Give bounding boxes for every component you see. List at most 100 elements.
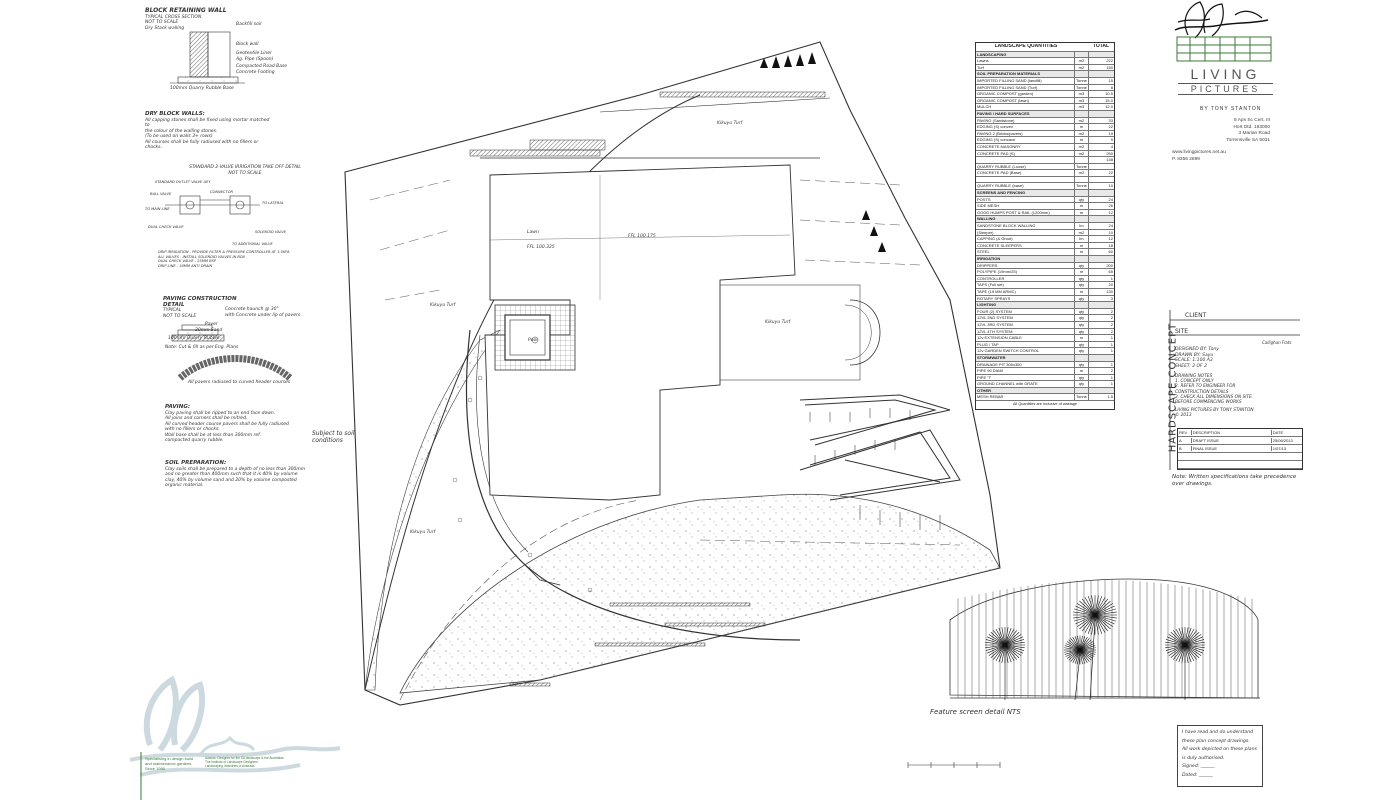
site-value: Callighan Flats [1262,340,1292,345]
quantity-total [1088,176,1114,183]
grass-leaf [1087,614,1096,634]
quantity-unit: m2 [1073,150,1089,157]
block-wall-sub-3: Dry Stack walling [145,25,185,31]
grass-leaf [1066,641,1081,651]
quantity-unit: Tonne [1073,84,1089,91]
quantities-header: LANDSCAPE QUANTITIES TOTAL [976,43,1114,52]
grass-leaf [1184,644,1192,663]
info-sheet: SHEET: 2 OF 2 [1175,363,1207,369]
grass-tree-left [985,627,1025,700]
grass-leaf [1178,644,1186,663]
quantity-total: 15 [1088,77,1114,84]
grass-leaf [985,644,1006,651]
block-wall-foot: 100mm Quarry Rubble Base [170,86,234,91]
quantity-item: SCREENS AND FENCING [977,190,1026,196]
grass-tree-right [1165,627,1205,700]
website-link[interactable]: www.livingpictures.net.au [1172,150,1226,155]
brand-address: 8 Aps Sc Cert. III Hort Dtd. 193000 3 Ma… [1210,118,1270,144]
block-wall-section [170,31,245,84]
brand-line-2: PICTURES [1178,83,1273,95]
valve-label-1: STANDARD OUTLET VALVE ASY [155,180,211,184]
brand-logo-mark [1174,1,1269,39]
paved-path [399,493,1001,694]
client-sign-box: I have read and do understand these plan… [1177,725,1263,787]
grass-leaf [1079,641,1094,651]
paving-text-4: with no fillers or chocks. [165,427,220,432]
paving-label-4: 20mm Sand [195,328,223,333]
quantity-unit: qty [1073,321,1089,328]
quantity-unit: qty [1073,328,1089,335]
revision-row [1178,453,1302,461]
quantity-unit: m [1073,269,1089,275]
feature-screen [949,578,1260,701]
paving-title: PAVING CONSTRUCTION DETAIL [163,296,237,308]
grass-leaf [1184,644,1203,654]
quantity-item: Turf [977,64,984,70]
quantity-total [1088,190,1114,196]
valve-title-1: STANDARD 2-VALVE IRRIGATION TAKE OFF DET… [189,165,301,170]
grass-leaf [1165,644,1186,651]
valve-label-5: DUAL CHECK VALVE [148,225,184,229]
quantity-total [1088,387,1114,394]
grass-leaf [1064,649,1081,653]
grass-leaf [1004,644,1017,660]
award-1: Awards: Designer for the SA landscape & … [205,756,284,760]
paving-radius-note: All pavers radiused to curved header cou… [188,380,291,385]
grass-leaf [1094,614,1106,633]
grass-leaf [1165,644,1186,649]
grass-leaf [1079,639,1092,651]
grass-leaf [1184,644,1205,649]
dated-field[interactable]: Dated: ______ [1182,772,1213,778]
quantity-item: CONCRETE MASONRY [977,143,1021,149]
quantity-item: FOUR (2) SYSTEM [977,308,1012,314]
grass-leaf [993,630,1006,646]
label-lawn: Lawn [527,230,539,235]
dry-block-line-2: the colour of the walling stones. [145,128,218,134]
grass-leaf [1079,649,1095,657]
grass-leaf [1004,644,1009,663]
quantity-item: MESH REBAR [977,394,1004,400]
grass-leaf [1081,614,1096,632]
date-col: DATE [1270,430,1302,435]
quantity-total: 10 [1088,183,1114,190]
award-2: The Institute of Landscape Designers [205,760,258,765]
signed-field[interactable]: Signed: ______ [1182,764,1215,769]
grass-leaf [1184,641,1205,646]
grass-leaf [1184,630,1197,646]
quantity-unit: m [1073,288,1089,295]
title-block-frame [1169,310,1300,470]
desc-col: DESCRIPTION [1190,430,1271,435]
revision-desc: FINAL ISSUE [1190,446,1271,451]
paving-detail-title: PAVING CONSTRUCTION DETAIL TYPICAL NOT T… [163,296,253,319]
grass-leaf [1079,643,1095,651]
label-ffl-2: FFL 100.175 [628,234,656,239]
quantity-unit: m3 [1073,104,1089,110]
quantity-item: SANDSTONE BLOCK WALLING [977,223,1036,229]
quantity-item: CONCRETE SLEEPERS [977,242,1022,248]
quantities-row [976,176,1114,184]
quantity-total [1088,51,1114,58]
quantity-unit [1073,256,1089,262]
grass-leaf [1004,644,1012,663]
quantity-item: ORGANIC COMPOST (lawn) [977,97,1029,103]
quantity-total: 1 [1088,341,1114,348]
watermark-tagline: Specialising in design build and mainten… [145,756,193,771]
notes-title: DRAWING NOTES [1175,374,1213,379]
quantity-unit: lm [1073,223,1089,229]
quantity-item: 12VL 2ND SYSTEM [977,315,1013,321]
valve-note-3: DUAL CHECK VALVE - 25MM BSP [158,259,217,264]
bw-label-1: Backfill soil [236,22,262,27]
quantity-unit: m2 [1073,143,1089,150]
